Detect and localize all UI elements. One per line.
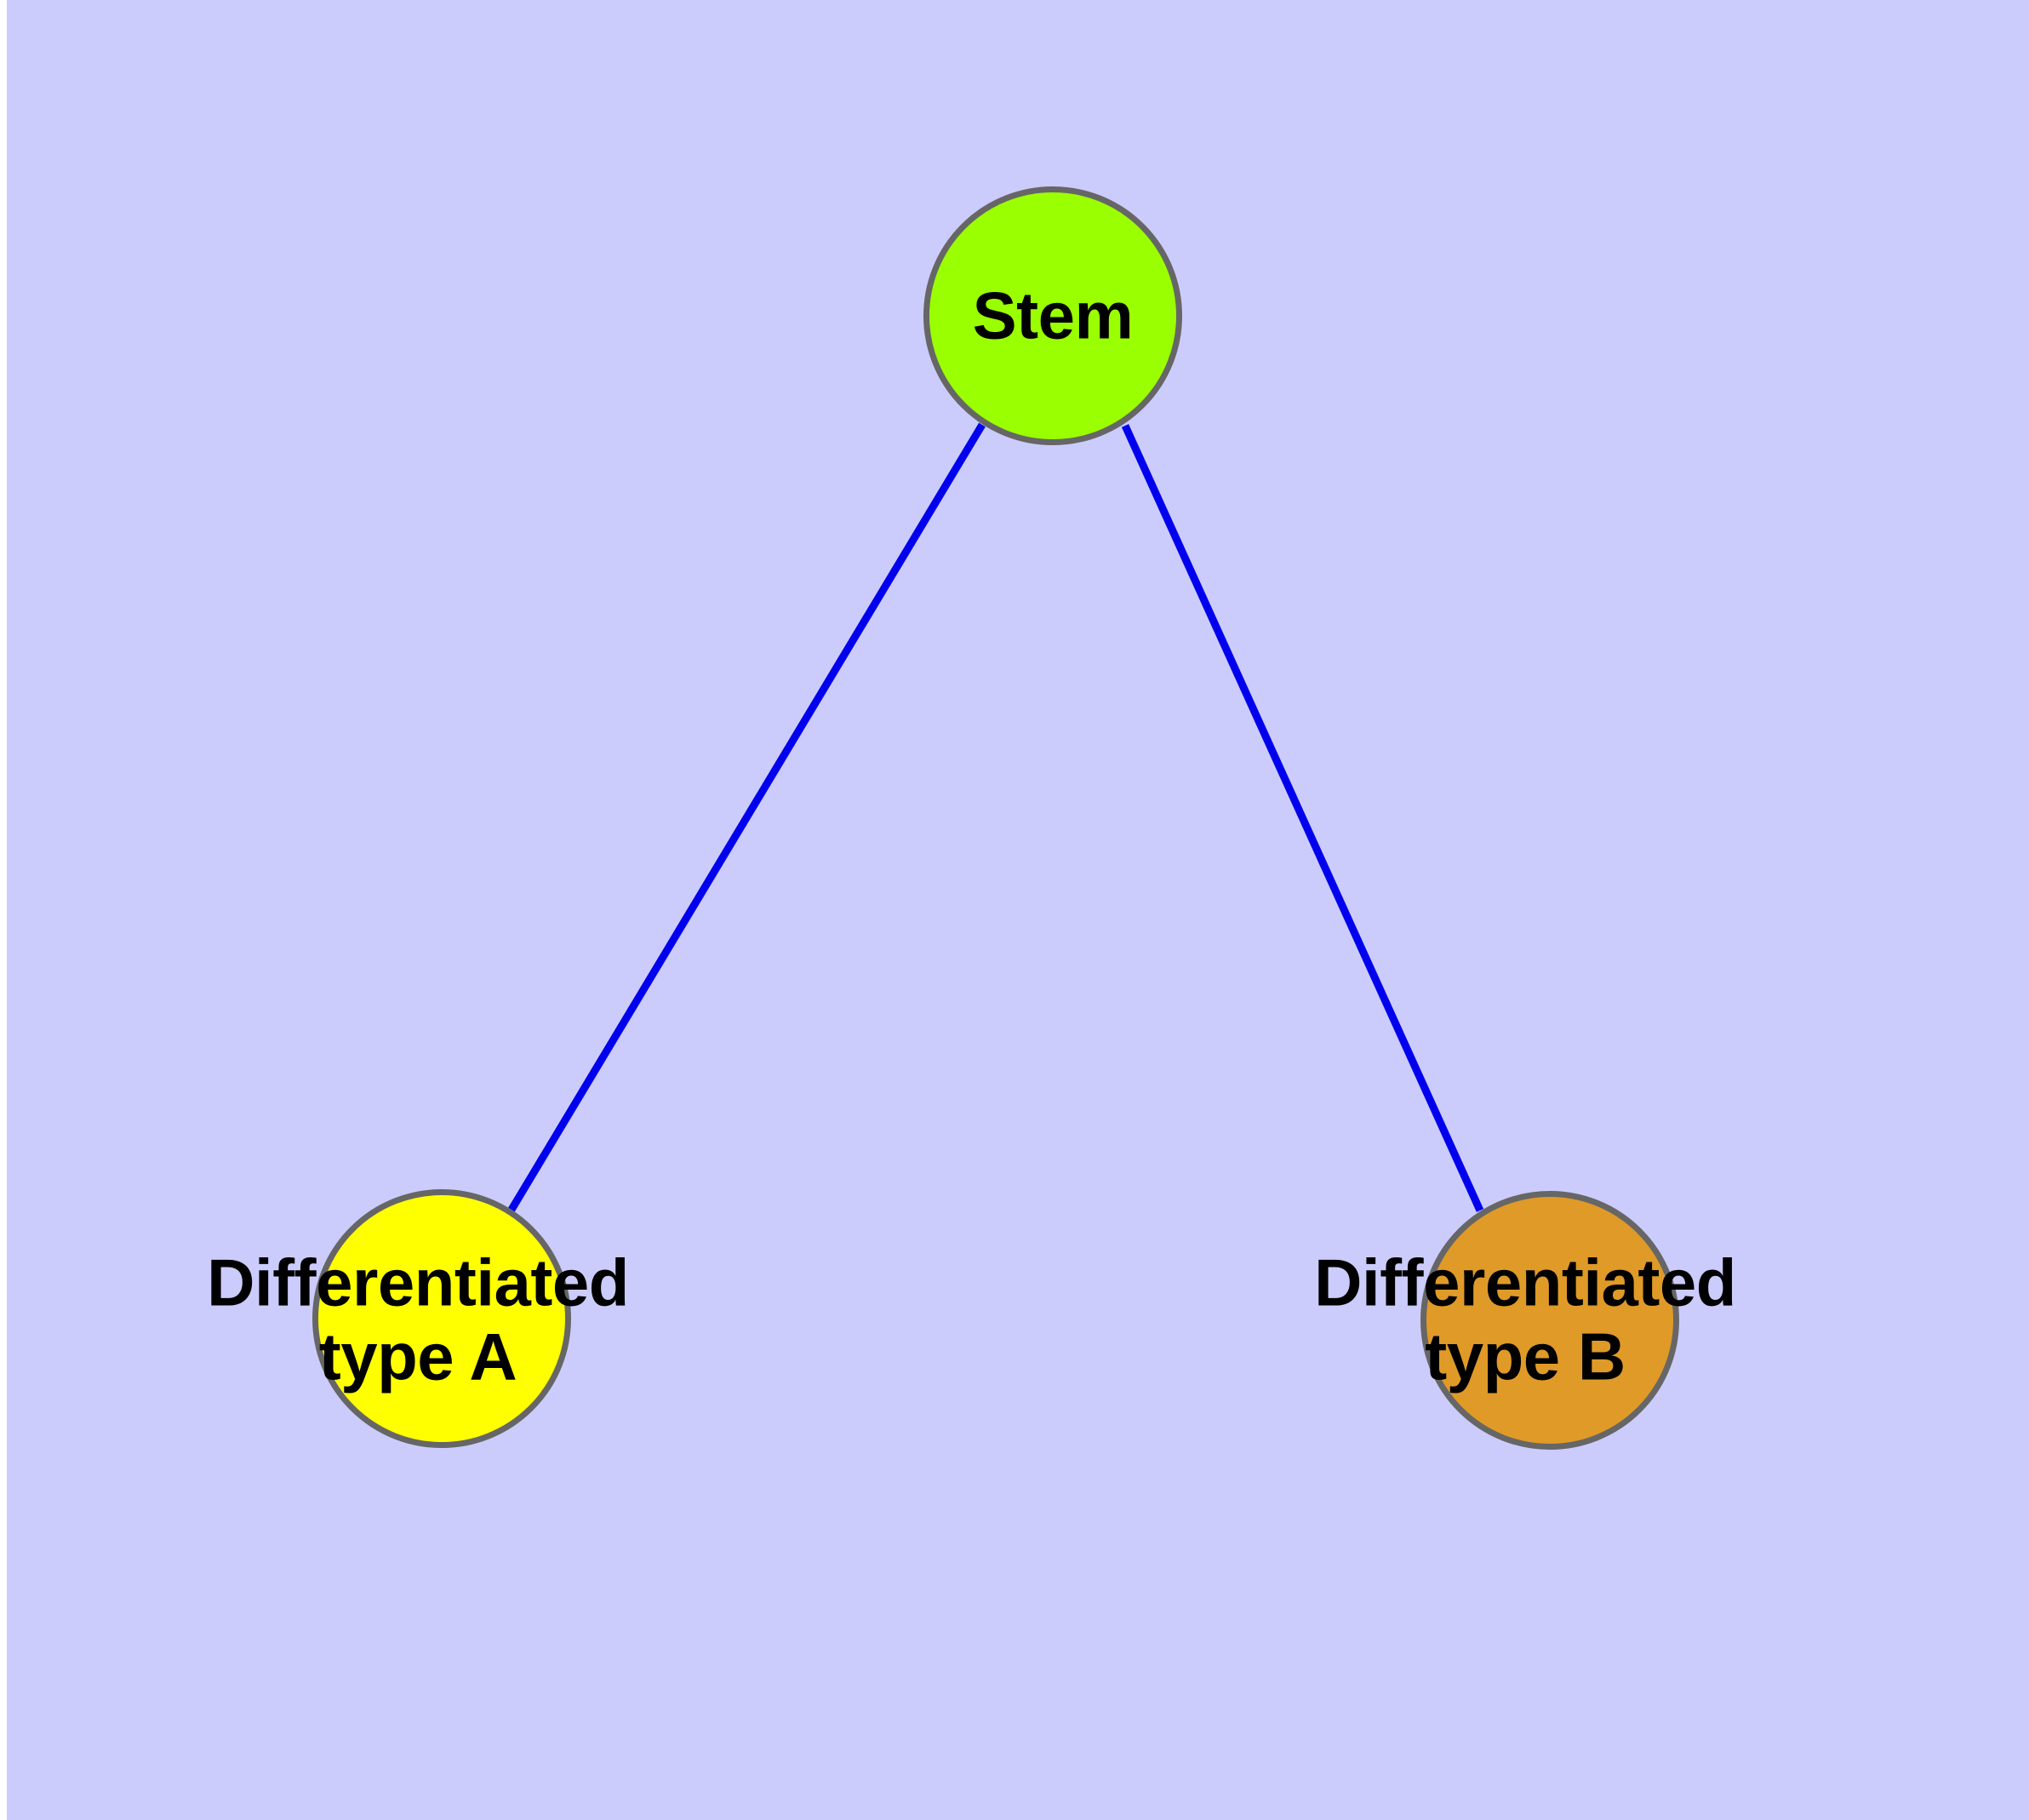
edge-stem-to-differentiated-type-a: [508, 422, 986, 1212]
node-differentiated-type-a[interactable]: [312, 1189, 571, 1448]
node-label-differentiated-type-a: Differentiated type A: [207, 1245, 629, 1394]
edge-stem-to-differentiated-type-b: [1121, 424, 1484, 1212]
node-label-stem: Stem: [972, 278, 1134, 353]
node-stem[interactable]: [923, 186, 1182, 445]
node-label-differentiated-type-b: Differentiated type B: [1314, 1245, 1736, 1394]
node-differentiated-type-b[interactable]: [1420, 1191, 1679, 1450]
